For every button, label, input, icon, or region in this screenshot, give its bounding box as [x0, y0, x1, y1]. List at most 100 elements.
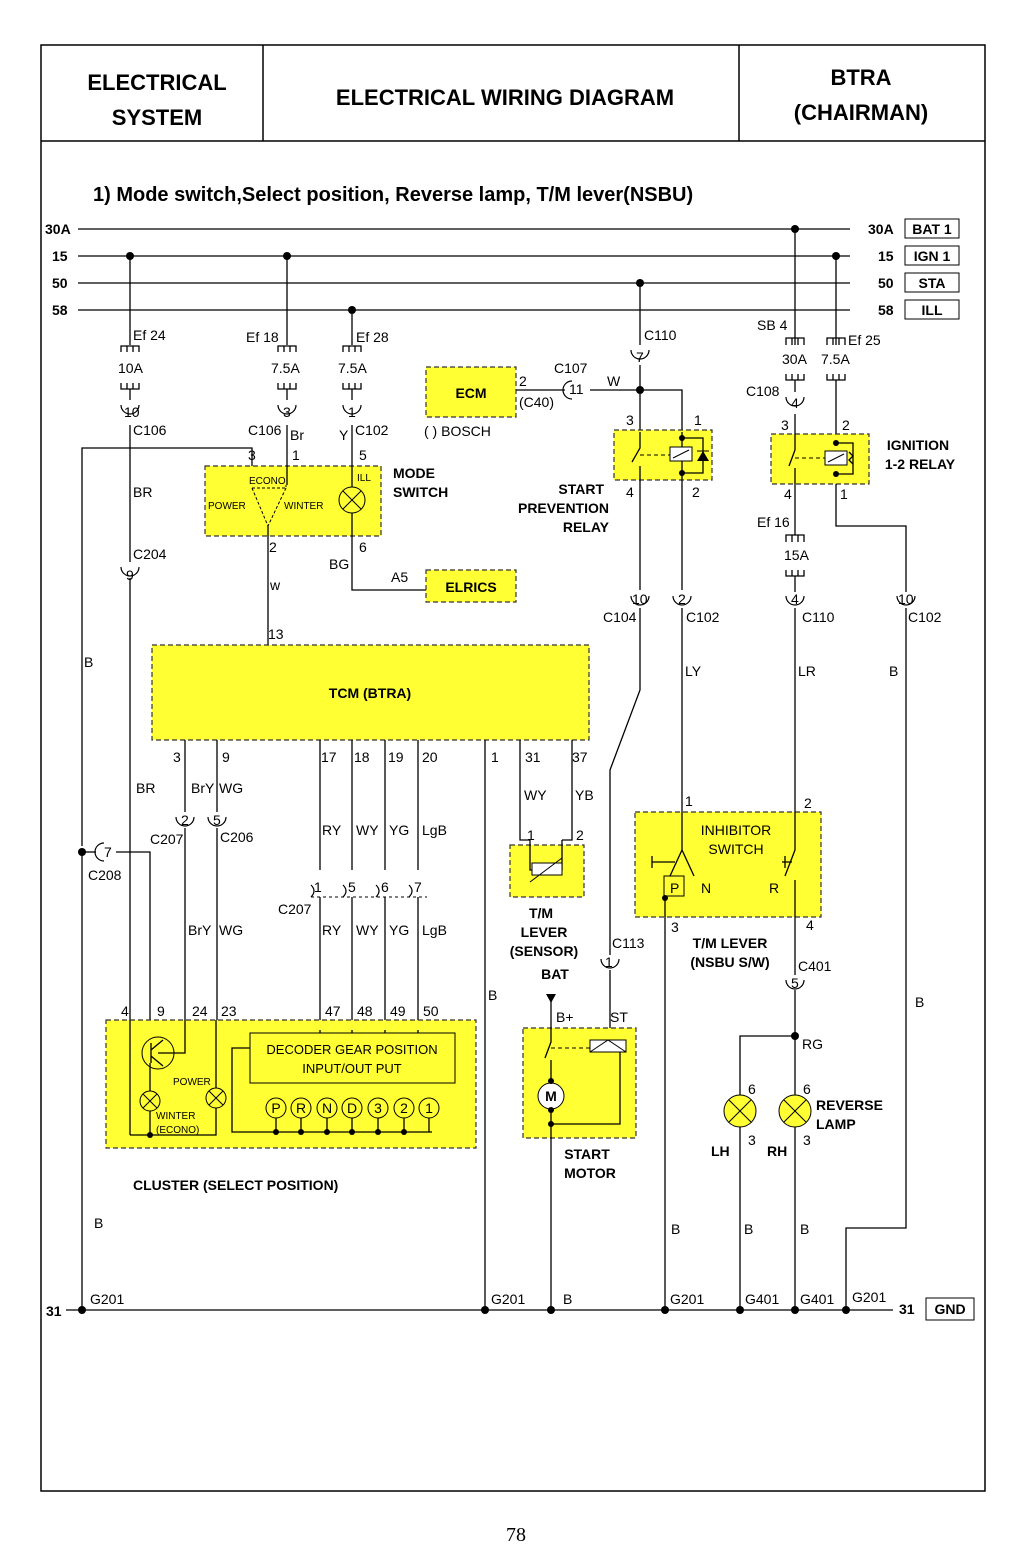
svg-text:G201: G201	[852, 1289, 886, 1305]
svg-text:B+: B+	[556, 1009, 574, 1025]
tm-sensor-line2: LEVER	[521, 924, 568, 940]
svg-text:3: 3	[173, 749, 181, 765]
mode-switch-line2: SWITCH	[393, 484, 448, 500]
tm-lever-sw-line1: T/M LEVER	[693, 935, 768, 951]
svg-text:6: 6	[381, 879, 389, 895]
svg-text:15: 15	[878, 248, 894, 264]
svg-text:48: 48	[357, 1003, 373, 1019]
ecm-label: ECM	[455, 385, 486, 401]
svg-text:20: 20	[422, 749, 438, 765]
page-border	[40, 44, 986, 1492]
tag-ill: ILL	[922, 302, 943, 318]
svg-text:LgB: LgB	[422, 822, 447, 838]
mode-winter: WINTER	[284, 501, 323, 512]
page-number: 78	[506, 1524, 526, 1546]
svg-text:C208: C208	[88, 867, 122, 883]
svg-text:18: 18	[354, 749, 370, 765]
c106b-label: C106	[248, 422, 282, 438]
mode-econo: ECONO	[249, 476, 286, 487]
svg-text:YG: YG	[389, 822, 409, 838]
svg-text:1: 1	[292, 447, 300, 463]
header-model-line2: (CHAIRMAN)	[794, 100, 928, 125]
svg-text:6: 6	[803, 1081, 811, 1097]
svg-text:B: B	[800, 1221, 809, 1237]
fuse-ef18-name: Ef 18	[246, 329, 279, 345]
ground-rail: 31 31 GND G201 G201 B G201 G401 G401 G20…	[46, 1289, 975, 1321]
svg-text:LY: LY	[685, 663, 702, 679]
svg-text:24: 24	[192, 1003, 208, 1019]
svg-text:B: B	[889, 663, 898, 679]
svg-text:WINTER: WINTER	[156, 1111, 195, 1122]
reverse-lamp-line1: REVERSE	[816, 1097, 883, 1113]
svg-text:9: 9	[157, 1003, 165, 1019]
ign-relay-line2: 1-2 RELAY	[885, 456, 956, 472]
wire-br2: Br	[290, 427, 304, 443]
c108-pin: 4	[791, 395, 799, 411]
connectors-row1	[120, 349, 805, 415]
section-title: 1) Mode switch,Select position, Reverse …	[93, 184, 693, 206]
elrics-label: ELRICS	[445, 579, 496, 595]
svg-text:37: 37	[572, 749, 588, 765]
power-rails: 30A 15 50 58 30A 15 50 58 BAT 1 IGN 1 ST…	[45, 218, 960, 320]
svg-text:B: B	[671, 1221, 680, 1237]
svg-text:58: 58	[52, 302, 68, 318]
wire-w: W	[607, 373, 621, 389]
svg-text:17: 17	[321, 749, 337, 765]
svg-text:49: 49	[390, 1003, 406, 1019]
svg-text:1: 1	[605, 954, 613, 970]
svg-text:A5: A5	[391, 569, 408, 585]
svg-text:2: 2	[181, 812, 189, 828]
tag-ign1: IGN 1	[914, 248, 951, 264]
svg-text:G201: G201	[491, 1291, 525, 1307]
header-system-line1: ELECTRICAL	[87, 70, 226, 95]
svg-text:2: 2	[269, 539, 277, 555]
svg-text:WY: WY	[356, 822, 379, 838]
svg-text:4: 4	[121, 1003, 129, 1019]
svg-text:1: 1	[685, 793, 693, 809]
ecm-c40: (C40)	[519, 394, 554, 410]
ecm-note: ( ) BOSCH	[424, 423, 491, 439]
svg-text:2: 2	[576, 827, 584, 843]
fuse-ef28-name: Ef 28	[356, 329, 389, 345]
svg-text:50: 50	[423, 1003, 439, 1019]
svg-text:23: 23	[221, 1003, 237, 1019]
tcm-label: TCM (BTRA)	[329, 685, 411, 701]
fuse-ef24-name: Ef 24	[133, 327, 166, 343]
svg-text:G401: G401	[800, 1291, 834, 1307]
gear-position-indicators: P R N D 3 2 1	[265, 1097, 440, 1135]
svg-text:BR: BR	[133, 484, 152, 500]
svg-text:C204: C204	[133, 546, 167, 562]
fuse-ef25-rating: 7.5A	[821, 351, 850, 367]
svg-text:2: 2	[692, 484, 700, 500]
wire-y: Y	[339, 427, 349, 443]
svg-text:1: 1	[527, 827, 535, 843]
svg-text:3: 3	[374, 1100, 382, 1116]
svg-text:G201: G201	[90, 1291, 124, 1307]
inhibitor-line2: SWITCH	[708, 841, 763, 857]
svg-text:1: 1	[425, 1100, 433, 1116]
svg-text:4: 4	[626, 484, 634, 500]
tm-sensor-line3: (SENSOR)	[510, 943, 578, 959]
svg-text:6: 6	[748, 1081, 756, 1097]
svg-text:7: 7	[414, 879, 422, 895]
svg-text:R: R	[296, 1100, 306, 1116]
svg-text:2: 2	[678, 591, 686, 607]
svg-text:1: 1	[314, 879, 322, 895]
c107-pin: 11	[569, 381, 584, 397]
svg-text:5: 5	[359, 447, 367, 463]
svg-text:C113: C113	[612, 935, 645, 951]
svg-text:POWER: POWER	[173, 1077, 211, 1088]
c110a-label: C110	[644, 327, 677, 343]
svg-text:6: 6	[359, 539, 367, 555]
svg-text:C104: C104	[603, 609, 637, 625]
inhibitor-line1: INHIBITOR	[701, 822, 772, 838]
svg-text:YB: YB	[575, 787, 594, 803]
svg-text:3: 3	[803, 1132, 811, 1148]
svg-text:C207: C207	[150, 831, 184, 847]
svg-text:N: N	[322, 1100, 332, 1116]
svg-text:50: 50	[878, 275, 894, 291]
svg-text:WG: WG	[219, 780, 243, 796]
svg-text:G201: G201	[670, 1291, 704, 1307]
c106b-pin: 3	[283, 404, 291, 420]
